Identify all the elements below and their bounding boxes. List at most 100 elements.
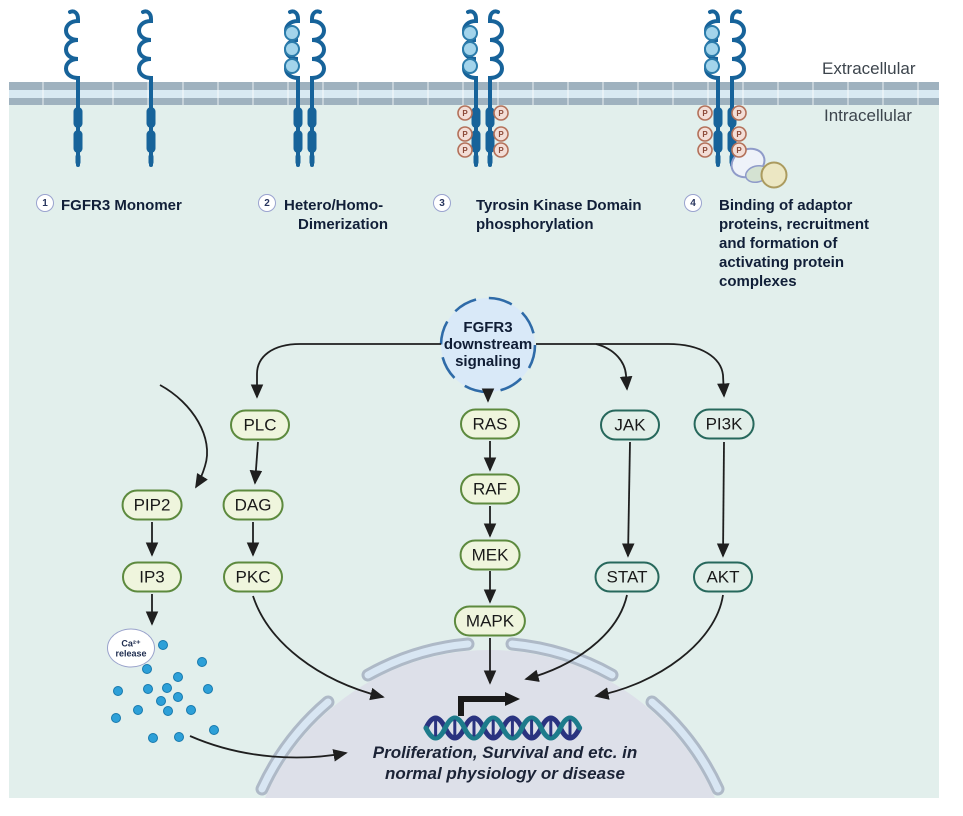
arrow-hub-to-plc xyxy=(250,343,441,399)
node-ras: RAS xyxy=(460,408,520,440)
ligand-icon xyxy=(284,25,300,41)
nucleus-envelope-icon xyxy=(255,637,725,796)
phosphate-icon: P xyxy=(457,105,473,121)
step-4-line: Binding of adaptor xyxy=(719,197,853,214)
phosphate-label: P xyxy=(498,146,504,155)
dna-icon xyxy=(423,715,583,741)
arrow-plc-to-pip2 xyxy=(159,384,208,489)
hub-label: FGFR3 downstream signaling xyxy=(443,319,533,370)
node-pi3k: PI3K xyxy=(693,408,755,440)
node-ip3: IP3 xyxy=(122,561,182,593)
calcium-dot xyxy=(158,640,168,650)
ligand-icon xyxy=(704,58,720,74)
calcium-dot xyxy=(148,733,158,743)
pathway-arrows xyxy=(145,343,730,762)
phosphate-icon: P xyxy=(457,142,473,158)
calcium-dot xyxy=(174,732,184,742)
phosphate-label: P xyxy=(462,109,468,118)
step-4-line: and formation of xyxy=(719,235,838,252)
step-1-line: FGFR3 Monomer xyxy=(61,197,182,214)
arrow-pkc-to-nucleus xyxy=(252,595,385,701)
phosphate-icon: P xyxy=(697,142,713,158)
receptor-monomer-icon xyxy=(64,9,158,168)
calcium-dot xyxy=(142,664,152,674)
arrow-hub-to-jak xyxy=(595,343,633,391)
phosphate-label: P xyxy=(736,146,742,155)
node-pkc: PKC xyxy=(223,561,283,593)
step-4-line: complexes xyxy=(719,273,797,290)
phosphate-icons: P P P P P P P P P P P P xyxy=(457,105,747,158)
step-4-number: 4 xyxy=(684,194,702,212)
calcium-ions xyxy=(111,640,219,743)
step-3-label: Tyrosin Kinase Domain phosphorylation xyxy=(476,196,666,234)
phosphate-icon: P xyxy=(731,126,747,142)
calcium-dot xyxy=(156,696,166,706)
intracellular-panel xyxy=(9,104,939,798)
calcium-dot xyxy=(163,706,173,716)
ligand-icon xyxy=(284,58,300,74)
calcium-dot xyxy=(203,684,213,694)
phosphate-label: P xyxy=(462,146,468,155)
calcium-dot xyxy=(162,683,172,693)
phosphate-label: P xyxy=(702,109,708,118)
phosphate-icon: P xyxy=(731,105,747,121)
node-mek: MEK xyxy=(459,539,521,571)
node-stat: STAT xyxy=(594,561,660,593)
calcium-dot xyxy=(111,713,121,723)
step-1-number: 1 xyxy=(36,194,54,212)
node-plc: PLC xyxy=(230,409,290,441)
node-dag: DAG xyxy=(222,489,284,521)
calcium-dot xyxy=(186,705,196,715)
phosphate-icon: P xyxy=(697,105,713,121)
arrow-akt-to-nucleus xyxy=(594,594,724,700)
phosphate-icon: P xyxy=(731,142,747,158)
phosphate-label: P xyxy=(736,109,742,118)
calcium-dot xyxy=(133,705,143,715)
arrow-hub-to-pi3k xyxy=(536,343,730,398)
step-2-line: Hetero/Homo- xyxy=(284,197,384,214)
calcium-dot xyxy=(173,672,183,682)
ligand-icon xyxy=(704,25,720,41)
receptor-dimer-icon xyxy=(284,9,326,168)
calcium-dot xyxy=(197,657,207,667)
ligand-icon xyxy=(704,41,720,57)
intracellular-label: Intracellular xyxy=(824,106,912,125)
arrow-pi3k-to-akt xyxy=(716,441,730,558)
extracellular-label: Extracellular xyxy=(822,59,916,78)
phosphate-icon: P xyxy=(457,126,473,142)
adaptor-proteins-icon xyxy=(730,147,788,189)
ligand-icon xyxy=(462,58,478,74)
calcium-dot xyxy=(173,692,183,702)
node-jak: JAK xyxy=(600,409,660,441)
step-3-line: phosphorylation xyxy=(476,216,594,233)
step-2-line: Dimerization xyxy=(298,216,389,233)
transcription-arrow-icon xyxy=(458,692,520,716)
phosphate-label: P xyxy=(736,130,742,139)
receptor-adaptor-icon xyxy=(704,9,788,189)
phosphate-icon: P xyxy=(697,126,713,142)
phosphate-icon: P xyxy=(493,105,509,121)
phosphate-label: P xyxy=(702,130,708,139)
arrow-stat-to-nucleus xyxy=(524,594,628,682)
ligand-icon xyxy=(462,25,478,41)
phosphate-label: P xyxy=(498,130,504,139)
step-4-line: activating protein xyxy=(719,254,845,271)
step-2-label: Hetero/Homo- Dimerization xyxy=(284,196,434,234)
phosphate-label: P xyxy=(462,130,468,139)
arrow-plc-to-dag xyxy=(249,441,263,485)
step-2-number: 2 xyxy=(258,194,276,212)
step-4-label: Binding of adaptor proteins, recruitment… xyxy=(719,196,899,291)
ligand-icon xyxy=(284,41,300,57)
node-raf: RAF xyxy=(460,473,520,505)
nucleus-caption: Proliferation, Survival and etc. in norm… xyxy=(372,743,638,783)
ca-release-bubble: Ca²⁺ release xyxy=(107,628,155,668)
calcium-dot xyxy=(143,684,153,694)
step-4-line: proteins, recruitment xyxy=(719,216,870,233)
node-akt: AKT xyxy=(693,561,753,593)
calcium-dot xyxy=(113,686,123,696)
phosphate-icon: P xyxy=(493,126,509,142)
arrow-jak-to-stat xyxy=(621,441,635,558)
arrow-ca-to-nucleus xyxy=(189,735,348,762)
